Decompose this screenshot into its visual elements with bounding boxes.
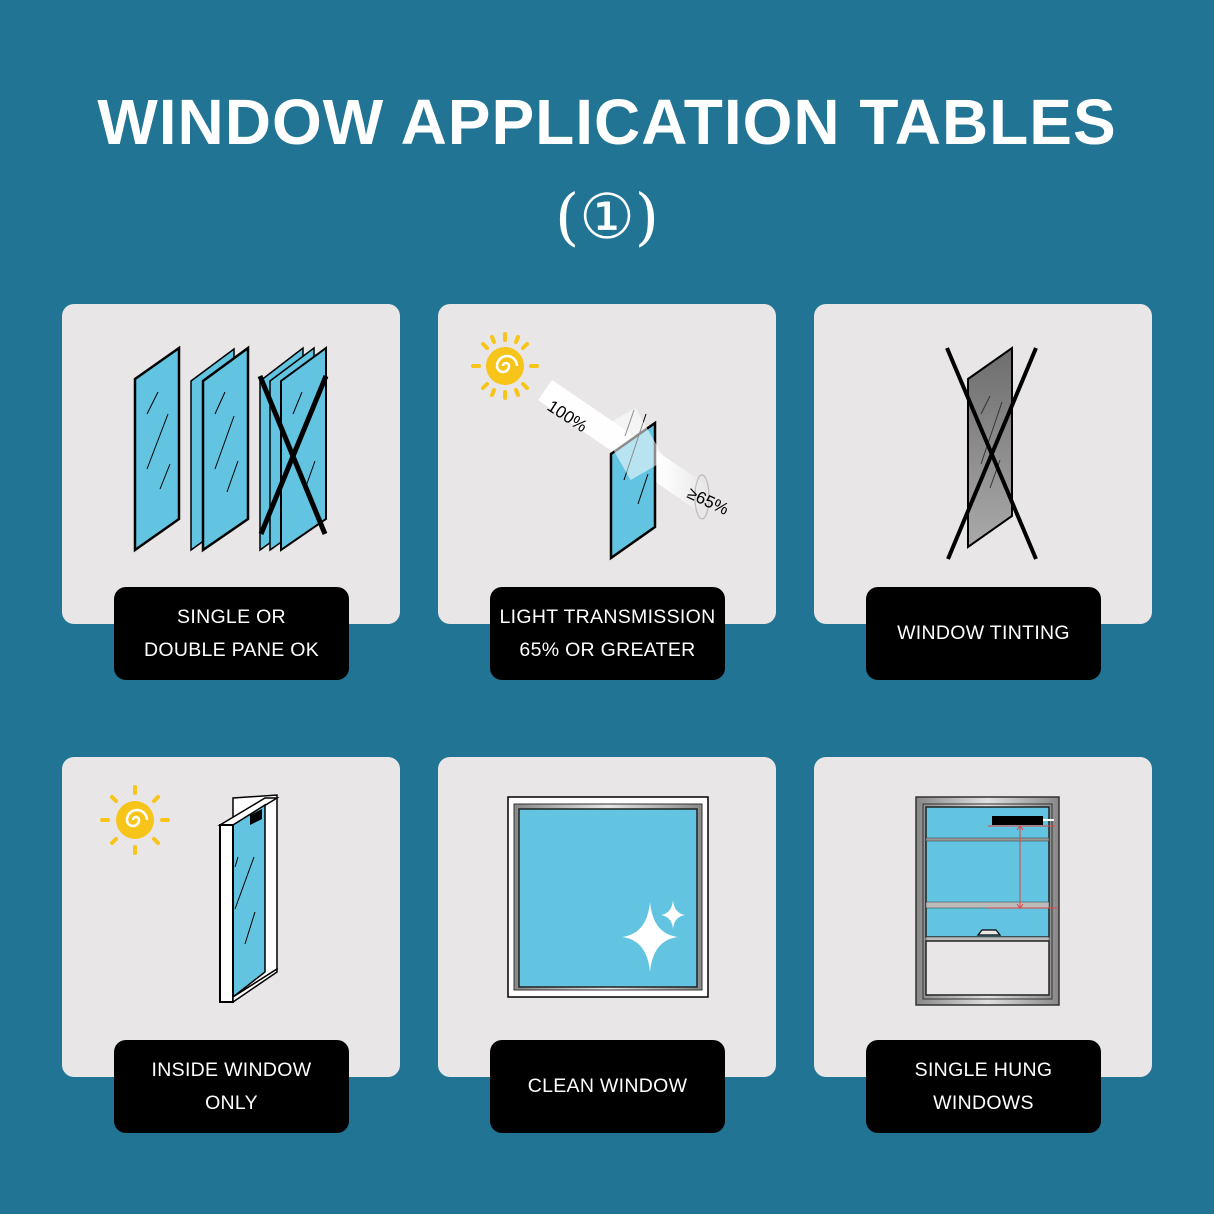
label-line: WINDOW TINTING — [897, 622, 1070, 644]
clean-window-icon — [507, 796, 709, 998]
label-line: SINGLE OR — [177, 605, 286, 628]
label-line: WINDOWS — [933, 1091, 1034, 1114]
glass-panes-icon — [133, 345, 329, 553]
card-single-hung — [814, 757, 1152, 1077]
label-line: DOUBLE PANE OK — [143, 638, 320, 661]
label-line: SINGLE HUNG — [914, 1058, 1053, 1081]
inside-window-icon — [100, 785, 280, 1004]
page-title: WINDOW APPLICATION TABLES — [97, 86, 1117, 158]
sparkle-small-icon — [661, 900, 685, 929]
tinted-window-crossed-icon — [945, 346, 1038, 560]
label-line: CLEAN WINDOW — [527, 1075, 688, 1097]
label-line: LIGHT TRANSMISSION — [499, 605, 716, 628]
card-inside-window — [62, 757, 400, 1077]
label-clean-window: CLEAN WINDOW — [490, 1040, 725, 1133]
sun-icon — [100, 785, 170, 855]
card-window-tinting — [814, 304, 1152, 624]
light-transmission-icon: 100% ≥65% — [471, 332, 732, 561]
label-window-tinting: WINDOW TINTING — [866, 587, 1101, 680]
label-inside-window: INSIDE WINDOW ONLY — [114, 1040, 349, 1133]
label-single-double-pane: SINGLE OR DOUBLE PANE OK — [114, 587, 349, 680]
label-single-hung: SINGLE HUNG WINDOWS — [866, 1040, 1101, 1133]
label-line: ONLY — [205, 1091, 258, 1114]
label-line: 65% OR GREATER — [519, 638, 696, 661]
card-light-transmission: 100% ≥65% — [438, 304, 776, 624]
sun-icon — [471, 332, 539, 400]
card-clean-window — [438, 757, 776, 1077]
card-single-double-pane — [62, 304, 400, 624]
sparkle-icon — [622, 902, 678, 972]
label-line: INSIDE WINDOW — [151, 1058, 312, 1081]
label-light-transmission: LIGHT TRANSMISSION 65% OR GREATER — [490, 587, 725, 680]
single-hung-window-icon — [915, 796, 1060, 1006]
page-subtitle: (①) — [555, 180, 659, 253]
